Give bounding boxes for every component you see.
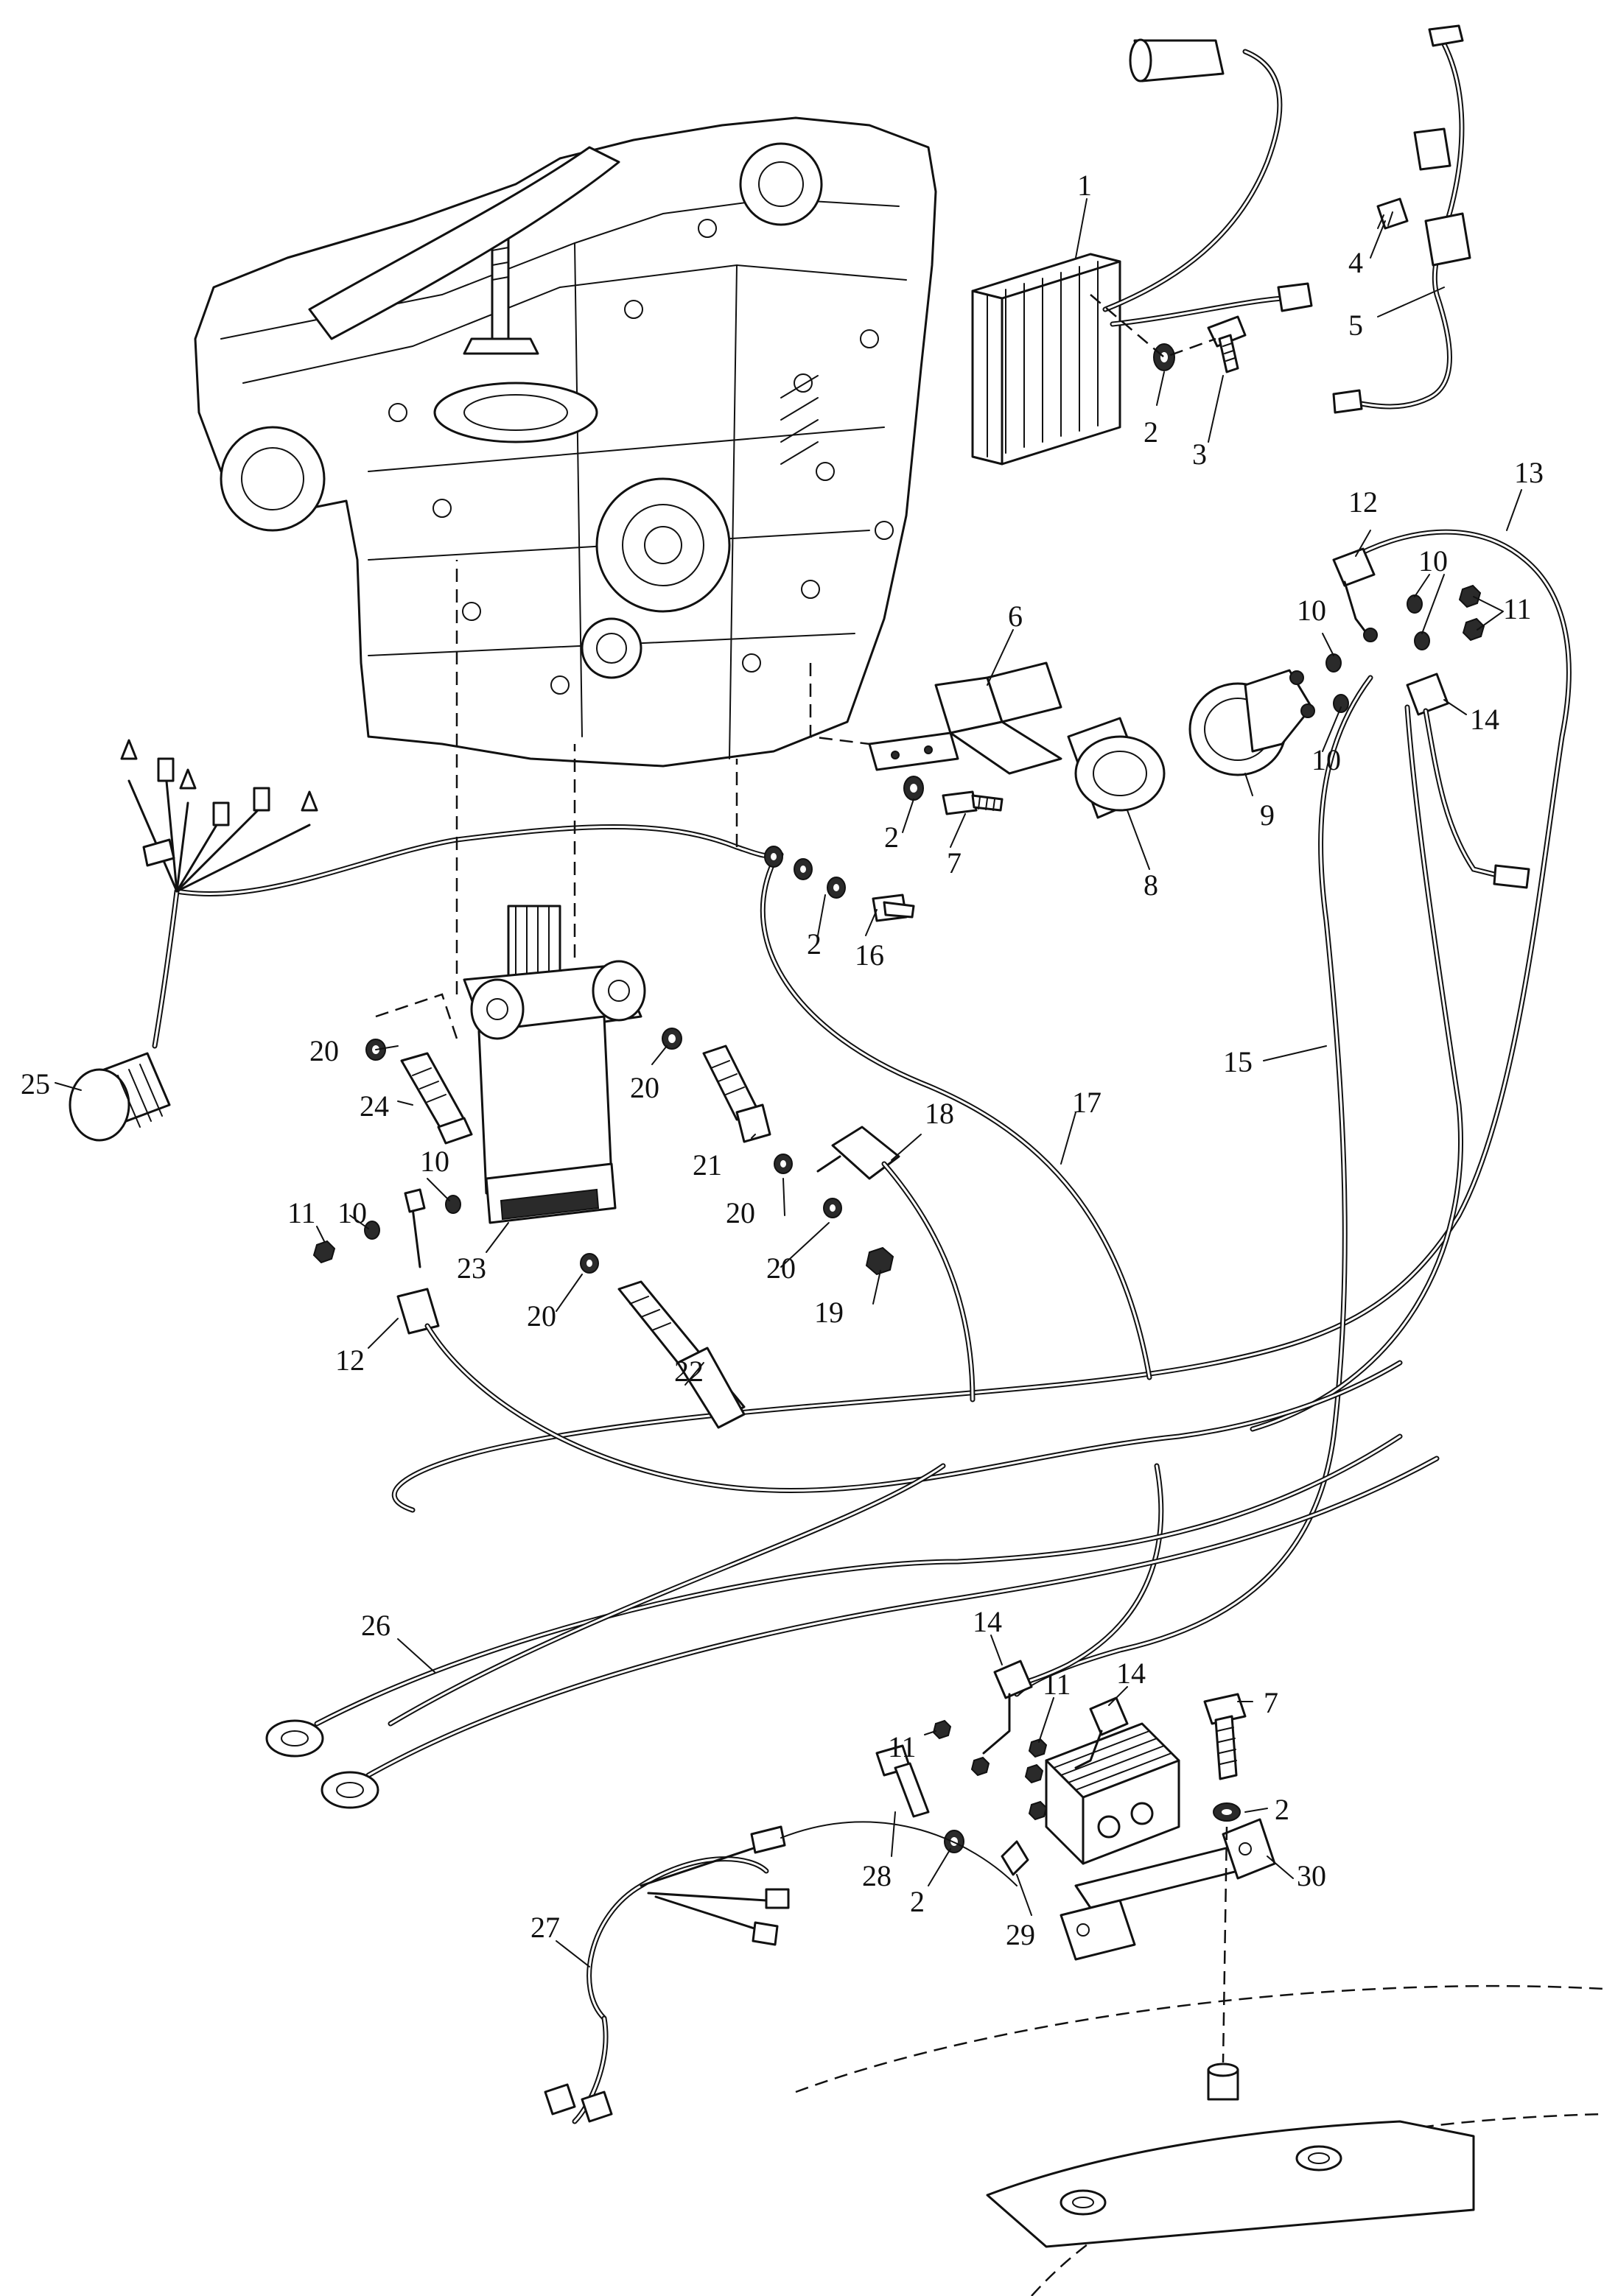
cable-17 [760,859,1164,1690]
starter-relay-9 [1188,669,1315,776]
callout-24: 24 [360,1089,389,1123]
washer-2-middle [903,776,924,801]
callout-2: 2 [884,821,899,854]
bolt-16 [764,846,915,922]
callout-11: 11 [287,1196,316,1229]
callout-10: 10 [1297,594,1326,627]
ring-terminal-12-lower [396,1288,440,1335]
cable-13 [391,529,1572,1513]
bolt-28 [875,1744,964,1853]
callout-11: 11 [888,1730,917,1763]
bolt-7-middle [942,790,1004,815]
callout-20: 20 [309,1034,339,1067]
bracket-6 [868,661,1062,775]
callout-16: 16 [855,938,884,972]
callout-10: 10 [1311,743,1341,776]
callout-11: 11 [1043,1668,1071,1701]
callout-29: 29 [1006,1918,1035,1951]
fuse-holder-5 [1332,24,1471,414]
lower-cowl [795,1826,1604,2296]
callout-7: 7 [1264,1686,1278,1719]
callout-25: 25 [21,1067,50,1100]
main-harness-25 [69,739,784,1142]
ring-terminal-12-upper [1332,547,1378,642]
bolt-3 [1207,315,1247,373]
callout-10: 10 [420,1145,449,1178]
cable-15 [1014,675,1373,1697]
battery-cables-26 [265,1433,1440,1809]
relay-hardware [1325,584,1485,713]
callout-12: 12 [1348,485,1378,519]
callout-labels: 1 2 3 4 5 6 2 7 8 9 10 10 10 11 12 13 14… [21,169,1544,1951]
callout-22: 22 [674,1355,704,1388]
callout-14: 14 [1470,703,1499,736]
callout-10: 10 [337,1196,367,1229]
terminal-14-lower [932,1660,1129,1777]
callout-2: 2 [1275,1793,1289,1826]
engine-bosses [388,219,894,695]
engine-block [194,116,937,768]
callout-13: 13 [1514,456,1544,489]
leader-lines [55,198,1522,1967]
callout-2: 2 [807,927,822,961]
bracket-30 [1060,1818,1276,1961]
fuse-4 [1376,197,1409,230]
bolt-7-lower [1203,1693,1247,1822]
callout-10: 10 [1418,544,1448,577]
rectifier-harness [1102,38,1313,327]
callout-20: 20 [726,1196,755,1229]
callout-20: 20 [766,1251,796,1285]
callout-14: 14 [973,1605,1002,1638]
callout-15: 15 [1223,1045,1253,1078]
callout-21: 21 [693,1148,722,1182]
callout-30: 30 [1297,1859,1326,1892]
callout-6: 6 [1008,600,1023,633]
callout-5: 5 [1348,309,1363,342]
callout-14: 14 [1116,1657,1146,1690]
callout-19: 19 [814,1296,844,1329]
callout-11: 11 [1503,592,1532,625]
starter-motor-23 [463,905,646,1224]
callout-2: 2 [1144,415,1158,449]
callout-8: 8 [1144,868,1158,902]
starter-fasteners [312,1028,894,1429]
washer-2-upper [1153,343,1175,371]
callout-3: 3 [1192,438,1207,471]
cable-15b [1250,704,1464,1432]
harness-27 [544,1821,1018,2124]
rectifier-regulator [971,253,1121,466]
relay-holder-8 [1067,717,1166,819]
callout-4: 4 [1348,246,1363,279]
callout-20: 20 [527,1299,556,1333]
callout-20: 20 [630,1071,659,1104]
callout-2: 2 [910,1885,925,1918]
callout-1: 1 [1077,169,1092,202]
terminal-14-upper [1406,673,1530,889]
callout-23: 23 [457,1251,486,1285]
solenoid-29 [1001,1722,1180,1876]
callout-18: 18 [925,1097,954,1130]
callout-12: 12 [335,1344,365,1377]
callout-27: 27 [530,1911,560,1944]
cable-12-lower [424,1323,1403,1494]
callout-26: 26 [361,1609,391,1642]
terminal-cap-18 [816,1126,976,1402]
callout-9: 9 [1260,798,1275,832]
callout-28: 28 [862,1859,892,1892]
callout-17: 17 [1072,1086,1102,1119]
callout-7: 7 [947,846,962,880]
